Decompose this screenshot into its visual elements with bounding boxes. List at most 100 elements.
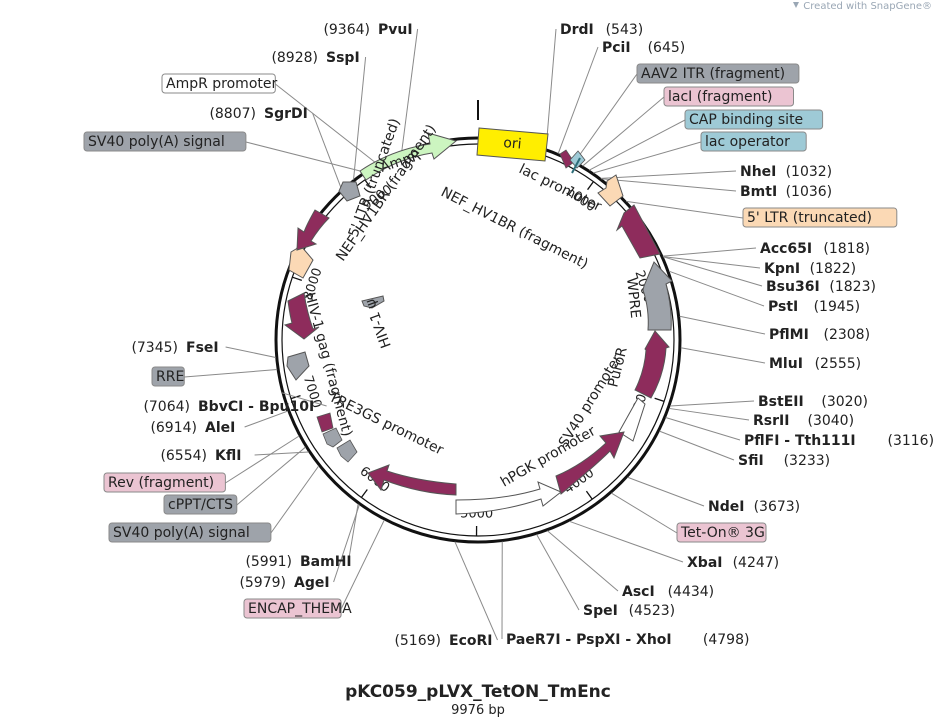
purple-arrow-left-lower [283,292,320,340]
enzyme-lead-line [659,430,735,461]
feature-lead-line [574,73,638,162]
feature-lead-line [184,369,278,378]
cppt-cts-arrow [322,427,343,448]
feature-tag-cppt-cts: cPPT/CTS [163,494,238,515]
tick-mark [654,397,665,403]
label-layer: (9364)PvuI(8928)SspI(8807)SgrDI(7345)Fse… [83,22,934,649]
enzyme-site-sgrdi: (8807)SgrDI [209,106,307,122]
feature-tag-lac-operator: lac operator [700,131,807,152]
enzyme-site-ecori: (5169)EcoRI [394,633,492,649]
ori-label: ori [503,135,523,153]
feature-tag-text: SV40 poly(A) signal [113,525,250,541]
enzyme-lead-line [662,247,757,257]
lac-operator-mark [571,157,581,174]
enzyme-position: (2555) [815,356,862,372]
plasmid-name: pKC059_pLVX_TetON_TmEnc [345,682,611,702]
feature-tag-ltr-5-trunc: 5' LTR (truncated) [742,207,898,228]
enzyme-name: KpnI [764,261,800,277]
enzyme-site-psti: PstI(1945) [768,299,860,315]
feature-tag-box [103,472,226,493]
enzyme-lead-line [679,315,766,335]
feature-lead-line [593,141,702,174]
ltr-5-right-arrow [597,174,624,207]
enzyme-site-pflfi: PflFI - Tth111I (3116) [744,433,934,449]
enzyme-position: (7064) [143,399,190,415]
feature-tag-box [161,73,276,94]
enzyme-name: AscI [622,584,655,600]
enzyme-site-pflmi: PflMI(2308) [769,327,870,343]
enzyme-lead-line [333,504,360,583]
purple-arrow-right [615,204,661,259]
enzyme-name: BamHI [300,554,352,570]
feature-tag-box [163,494,238,515]
enzyme-lead-line [680,347,766,364]
enzyme-site-bbvci: (7064)BbvCI - Bpu10I [143,399,314,415]
feature-tag-box [742,207,898,228]
enzyme-lead-line [244,410,289,428]
feature-tag-aav2-itr: AAV2 ITR (fragment) [636,63,800,84]
enzyme-position: (1822) [810,261,857,277]
enzyme-lead-line [536,534,580,611]
enzyme-site-kpni: KpnI (1822) [764,261,856,277]
feature-lead-line [270,465,320,534]
enzyme-position: (6914) [150,420,197,436]
feature-tag-rev-frag: Rev (fragment) [103,472,226,493]
enzyme-name: PflFI - Tth111I [744,433,856,449]
enzyme-site-pcii: PciI(645) [602,40,685,56]
tre3gs-arrow [367,464,457,496]
ampr-arrow [359,132,458,181]
enzyme-position: (3116) [888,433,935,449]
enzyme-position: (2308) [824,327,871,343]
feature-tag-box [700,131,807,152]
enzyme-name: NdeI [708,499,744,515]
tick-mark [364,179,372,189]
feature-tag-text: ENCAP_THEMA [248,601,352,617]
enzyme-lead-line [401,28,419,152]
feature-tag-text: cPPT/CTS [168,497,233,513]
enzyme-name: AgeI [294,575,330,591]
feature-tag-rre: RRE [151,366,185,387]
enzyme-position: (6554) [160,448,207,464]
enzyme-site-asci: AscI (4434) [622,584,714,600]
enzyme-site-spei: SpeI(4523) [583,603,675,619]
enzyme-site-kfli: (6554)KflI [160,448,241,464]
cap-site-mark [569,150,586,169]
feature-lead-line [611,492,678,534]
enzyme-name: Acc65I [760,241,812,257]
enzyme-lead-line [669,400,755,407]
enzyme-position: (645) [648,40,686,56]
ori-box [476,127,549,162]
enzyme-position: (4434) [668,584,715,600]
feature-tag-text: lacI (fragment) [668,89,772,105]
enzyme-name: SfiI [738,453,764,469]
feature-tag-text: RRE [156,369,184,385]
snapgene-logo-icon [793,2,799,8]
enzyme-site-bsteii: BstEII(3020) [758,394,868,410]
enzyme-name: XbaI [687,555,722,571]
enzyme-site-acc65i: Acc65I(1818) [760,241,870,257]
tet-on-arrow [555,431,625,495]
feature-tag-box [83,131,247,152]
enzyme-site-rsrii: RsrII(3040) [753,413,854,429]
tick-mark [587,181,594,191]
feature-tag-box [108,522,272,543]
enzyme-lead-line [454,541,498,641]
enzyme-name: BstEII [758,394,804,410]
feature-lead-line [340,519,385,610]
enzyme-lead-line [312,112,343,190]
hiv1-psi-label: HIV-1 ψ [362,297,394,350]
enzyme-position: (8807) [209,106,256,122]
enzyme-name: FseI [186,340,219,356]
feature-tag-box [151,366,185,387]
enzyme-position: (543) [606,22,644,38]
plasmid-size: 9976 bp [451,703,505,718]
feature-tag-box [663,86,794,107]
enzyme-lead-line [254,451,309,456]
enzyme-lead-line [662,256,763,287]
enzyme-position: (3233) [784,453,831,469]
enzyme-position: (8928) [271,50,318,66]
tick-mark [585,490,593,500]
enzyme-position: (9364) [323,22,370,38]
feature-lead-line [626,200,744,219]
feature-tag-box [676,522,767,543]
